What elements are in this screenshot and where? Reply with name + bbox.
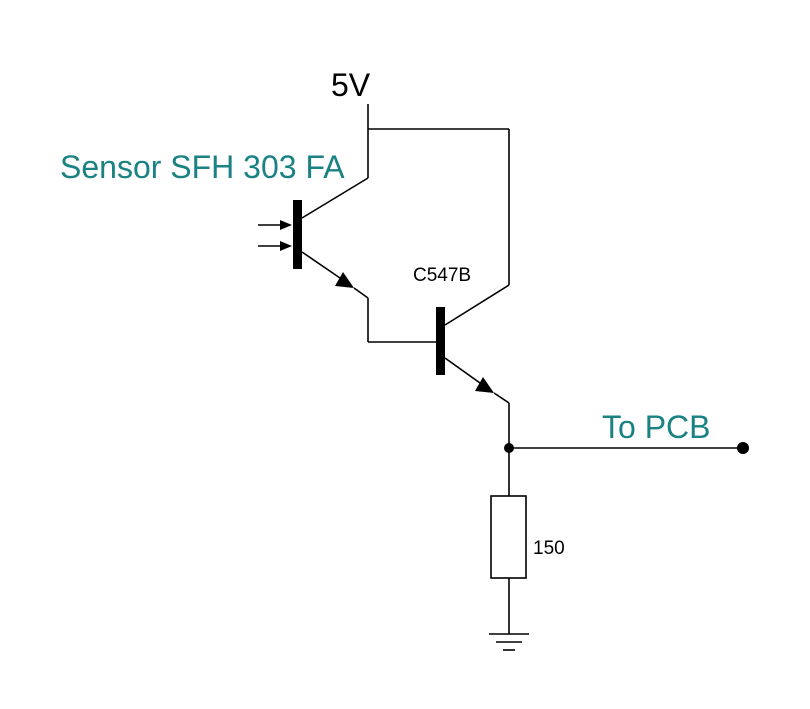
- resistor-value-label: 150: [533, 538, 565, 559]
- c547b-emitter-arrow-icon: [475, 377, 494, 393]
- sensor-emitter-lead: [301, 251, 341, 279]
- phototransistor-sensor: [258, 177, 369, 299]
- light-arrow-2-icon: [280, 241, 292, 251]
- output-terminal-icon: [737, 442, 749, 454]
- c547b-emitter-lead: [444, 357, 481, 384]
- output-wiring: [490, 403, 749, 634]
- c547b-base-bar: [436, 307, 445, 375]
- light-arrow-1-icon: [280, 220, 292, 230]
- sensor-label: Sensor SFH 303 FA: [60, 149, 345, 185]
- base-connection-wiring: [367, 298, 437, 343]
- sensor-collector-lead: [301, 177, 369, 219]
- supply-wiring: [367, 104, 510, 285]
- c547b-transistor: [436, 284, 510, 404]
- c547b-emitter-lead-end: [493, 392, 510, 404]
- sensor-emitter-arrow-icon: [335, 272, 354, 288]
- c547b-collector-lead: [444, 284, 510, 326]
- output-label: To PCB: [602, 409, 710, 445]
- sensor-base-bar: [293, 200, 302, 269]
- supply-label: 5V: [331, 67, 371, 103]
- transistor-label: C547B: [413, 265, 471, 286]
- ground-symbol-icon: [489, 633, 529, 651]
- resistor-body: [490, 495, 527, 579]
- sensor-emitter-lead-end: [353, 287, 369, 299]
